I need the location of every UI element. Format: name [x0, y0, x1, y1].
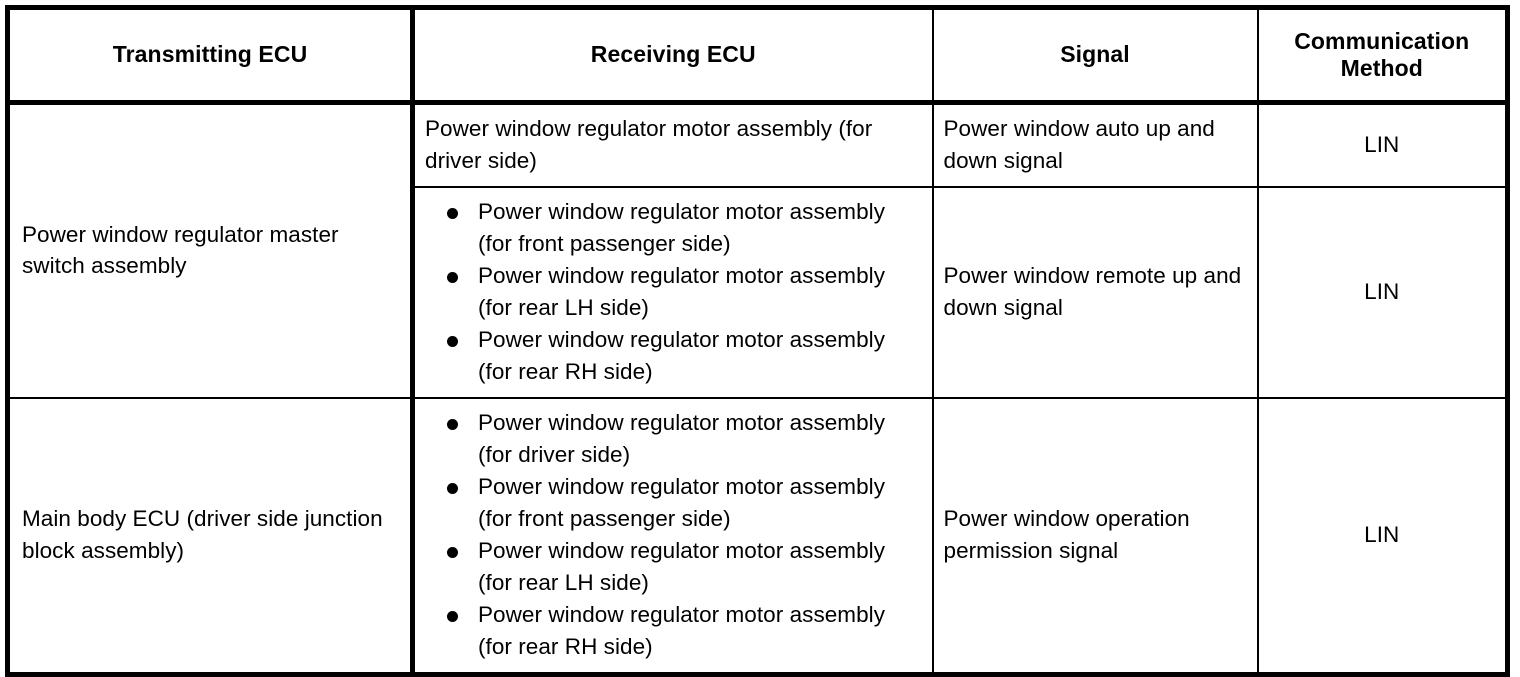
bullet-icon — [447, 419, 458, 430]
list-item: Power window regulator motor assembly (f… — [425, 599, 922, 662]
receiving-ecu-list: Power window regulator motor assembly (f… — [425, 196, 922, 387]
table-header-row: Transmitting ECU Receiving ECU Signal Co… — [7, 7, 1508, 105]
table-body: Power window regulator master switch ass… — [7, 102, 1508, 675]
list-item-label: Power window regulator motor assembly (f… — [478, 538, 886, 595]
table-row: Power window regulator master switch ass… — [8, 102, 1508, 278]
cell-receiving-ecu: Power window regulator motor assembly (f… — [410, 186, 933, 398]
communication-table-container: Transmitting ECU Receiving ECU Signal Co… — [5, 5, 1510, 677]
column-header-signal: Signal — [931, 7, 1258, 105]
column-header-communication-method-line2: Method — [1340, 55, 1423, 81]
bullet-icon — [447, 547, 458, 558]
column-header-receiving-ecu: Receiving ECU — [410, 7, 933, 105]
cell-transmitting-ecu: Main body ECU (driver side junction bloc… — [7, 397, 413, 675]
bullet-icon — [447, 272, 458, 283]
list-item: Power window regulator motor assembly (f… — [425, 260, 922, 323]
cell-signal: Power window auto up and down signal — [931, 102, 1258, 187]
cell-receiving-ecu: Power window regulator motor assembly (f… — [410, 397, 933, 675]
list-item-label: Power window regulator motor assembly (f… — [478, 199, 886, 256]
table-row: Main body ECU (driver side junction bloc… — [7, 397, 1508, 675]
receiving-ecu-text: Power window regulator motor assembly (f… — [425, 116, 873, 173]
table-row: Power window regulator motor assembly (f… — [8, 186, 1508, 398]
cell-transmitting-ecu: Power window regulator master switch ass… — [22, 221, 339, 279]
bullet-icon — [447, 611, 458, 622]
cell-communication-method: LIN — [1256, 397, 1508, 675]
cell-communication-method: LIN — [1256, 186, 1508, 398]
list-item: Power window regulator motor assembly (f… — [425, 196, 922, 259]
cell-signal: Power window operation permission signal — [931, 397, 1258, 675]
column-header-communication-method: Communication Method — [1256, 7, 1508, 105]
list-item-label: Power window regulator motor assembly (f… — [478, 474, 886, 531]
list-item-label: Power window regulator motor assembly (f… — [478, 410, 886, 467]
table-header: Transmitting ECU Receiving ECU Signal Co… — [7, 7, 1508, 105]
list-item: Power window regulator motor assembly (f… — [425, 407, 922, 470]
bullet-icon — [447, 483, 458, 494]
list-item-label: Power window regulator motor assembly (f… — [478, 327, 886, 384]
list-item: Power window regulator motor assembly (f… — [425, 471, 922, 534]
column-header-transmitting-ecu: Transmitting ECU — [7, 7, 413, 105]
bullet-icon — [447, 336, 458, 347]
list-item: Power window regulator motor assembly (f… — [425, 535, 922, 598]
list-item-label: Power window regulator motor assembly (f… — [478, 602, 886, 659]
list-item-label: Power window regulator motor assembly (f… — [478, 263, 886, 320]
bullet-icon — [447, 208, 458, 219]
cell-receiving-ecu: Power window regulator motor assembly (f… — [410, 102, 933, 187]
cell-signal: Power window remote up and down signal — [931, 186, 1258, 398]
column-header-communication-method-line1: Communication — [1294, 27, 1470, 54]
ecu-communication-table: Transmitting ECU Receiving ECU Signal Co… — [5, 5, 1510, 677]
list-item: Power window regulator motor assembly (f… — [425, 324, 922, 387]
cell-communication-method: LIN — [1256, 102, 1508, 187]
receiving-ecu-list: Power window regulator motor assembly (f… — [425, 407, 922, 662]
